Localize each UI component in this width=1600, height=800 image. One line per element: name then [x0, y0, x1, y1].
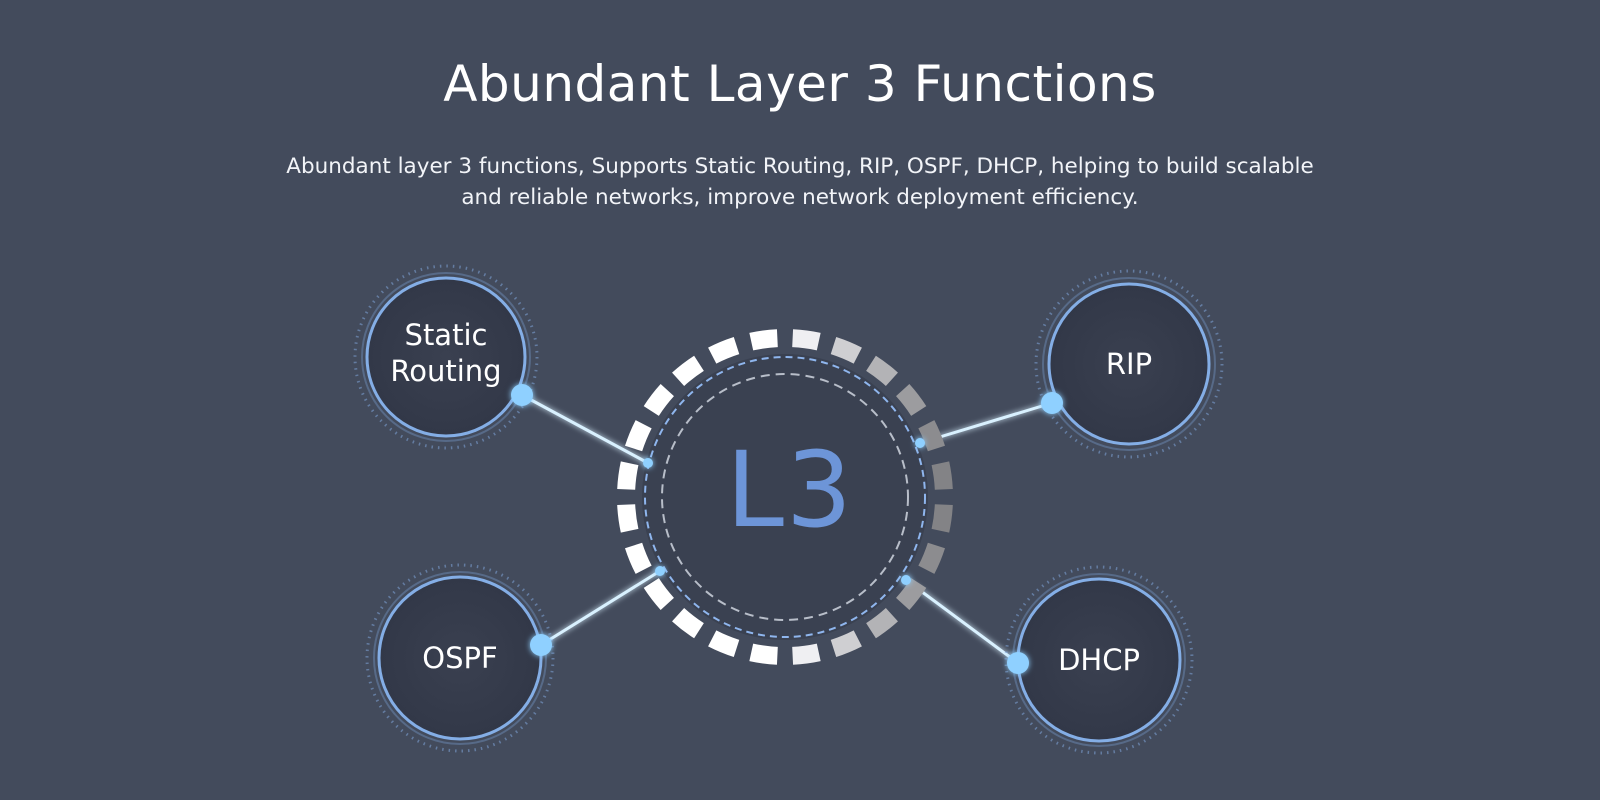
- hub-ring-segment: [931, 461, 953, 490]
- hub-segment-ring: [617, 329, 953, 665]
- hub-ring-segment: [617, 461, 639, 490]
- connector-rip: [919, 401, 1053, 445]
- node-static-routing: [353, 264, 539, 450]
- hub-ring-segment: [617, 504, 639, 533]
- hub-core: [642, 354, 928, 640]
- node-label-ospf: OSPF: [422, 641, 498, 675]
- node-anchor-dot: [1007, 652, 1029, 674]
- node-anchor-dot: [530, 634, 552, 656]
- description-line-2: and reliable networks, improve network d…: [461, 185, 1139, 210]
- node-dhcp: [1004, 565, 1194, 755]
- hub-outer-dashed-ring: [644, 356, 926, 638]
- hub-anchor-dot: [655, 566, 665, 576]
- node-anchor-dot: [1041, 392, 1063, 414]
- hub-ring-segment: [672, 355, 704, 386]
- hub-label: L3: [725, 429, 855, 551]
- node-halo: [353, 264, 539, 450]
- hub-ring-segment: [918, 542, 946, 574]
- connector-ospf: [540, 569, 661, 647]
- hub-ring-segment: [624, 542, 652, 574]
- node-ospf: [365, 563, 555, 753]
- hub-ring-segment: [643, 578, 674, 610]
- hub-ring-segment: [866, 608, 898, 639]
- node-circle: [365, 276, 527, 438]
- hub-ring-segment: [931, 504, 953, 533]
- hub-ring-segment: [792, 329, 821, 351]
- node-circle: [1047, 282, 1211, 446]
- page-title: Abundant Layer 3 Functions: [443, 55, 1157, 113]
- node-anchor-dot: [511, 384, 533, 406]
- hub-ring-segment: [830, 630, 862, 658]
- description-line-1: Abundant layer 3 functions, Supports Sta…: [286, 154, 1314, 179]
- connector-dhcp: [905, 578, 1019, 665]
- node-halo: [1042, 277, 1216, 451]
- hub-ring-segment: [672, 608, 704, 639]
- hub-ring-segment: [792, 643, 821, 665]
- hub-anchor-dot: [915, 438, 925, 448]
- node-label-static-routing: Static Routing: [390, 318, 502, 388]
- node-label-dhcp: DHCP: [1058, 643, 1140, 677]
- hub-ring-segment: [624, 420, 652, 452]
- hub-ring-segment: [749, 329, 778, 351]
- node-circle: [377, 575, 543, 741]
- hub-anchor-dot: [643, 458, 653, 468]
- node-halo: [365, 563, 555, 753]
- hub-ring-segment: [643, 384, 674, 416]
- node-rip: [1034, 269, 1224, 459]
- page-description: Abundant layer 3 functions, Supports Sta…: [200, 151, 1400, 213]
- hub-ring-segment: [918, 420, 946, 452]
- node-halo: [1004, 565, 1194, 755]
- hub: [617, 329, 953, 665]
- hub-ring-segment: [708, 630, 740, 658]
- hub-ring-segment: [708, 336, 740, 364]
- hub-ring-segment: [866, 355, 898, 386]
- hub-inner-dashed-ring: [661, 373, 909, 621]
- connector-static-routing: [521, 393, 649, 465]
- hub-ring-segment: [830, 336, 862, 364]
- hub-ring-segment: [749, 643, 778, 665]
- node-label-rip: RIP: [1105, 347, 1153, 381]
- hub-anchor-dot: [901, 575, 911, 585]
- connectors: [521, 393, 1053, 665]
- hub-ring-segment: [896, 384, 927, 416]
- node-halo: [361, 272, 531, 442]
- node-halo: [1034, 269, 1224, 459]
- node-halo: [373, 571, 547, 745]
- hub-ring-segment: [896, 578, 927, 610]
